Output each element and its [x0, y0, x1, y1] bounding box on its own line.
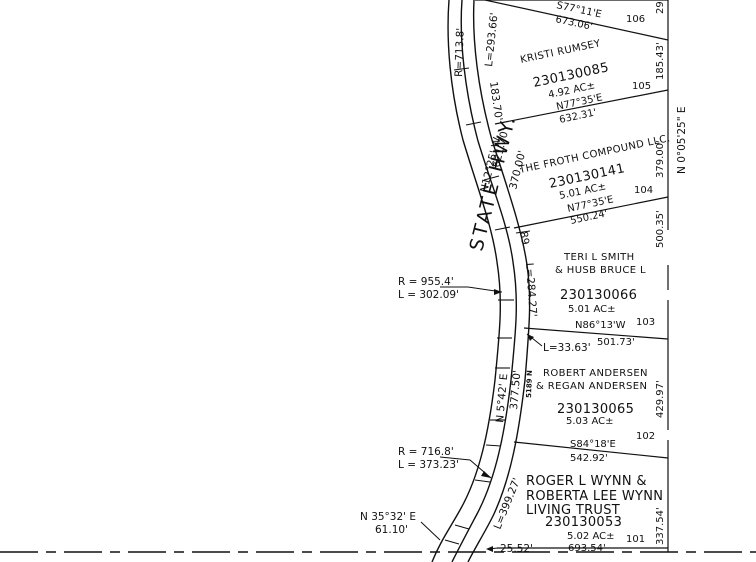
parcel-103-acres: 5.01 AC± [568, 304, 615, 315]
parcel-103-lot: 103 [636, 317, 655, 328]
line-104-103 [513, 196, 669, 229]
curve-low-length: L=399.27' [492, 476, 523, 531]
highway-east-line [451, 0, 518, 562]
curve-low-radius-note: R = 716.8' [398, 446, 454, 458]
parcel-104-east-dim: 379.00' [655, 140, 666, 178]
leaders [420, 286, 543, 552]
parcel-105: KRISTI RUMSEY 230130085 4.92 AC± 105 N77… [519, 38, 666, 126]
parcel-101-owner-2: ROBERTA LEE WYNN [526, 489, 663, 504]
parcel-102-id: 230130065 [557, 402, 634, 417]
line-105-104 [494, 89, 669, 125]
parcel-103-east-dim: 500.35' [655, 210, 666, 248]
parcel-101-east-dim: 337.54' [655, 507, 666, 545]
parcel-104: THE FROTH COMPOUND LLC. 230130141 5.01 A… [517, 133, 671, 227]
curve-mid-radius-note: R = 955.4' [398, 276, 454, 288]
highway-west-line [431, 0, 502, 562]
parcel-103: TERI L SMITH & HUSB BRUCE L 230130066 5.… [555, 210, 666, 348]
parcel-102-east-dim: 429.97' [655, 380, 666, 418]
parcel-101-owner-3: LIVING TRUST [526, 503, 620, 518]
parcel-106-lot: 106 [626, 14, 645, 25]
highway-right-of-way [431, 0, 531, 562]
parcel-102-owner-2: & REGAN ANDERSEN [536, 381, 647, 392]
segment-89: 89 [517, 230, 531, 245]
parcel-104-lot: 104 [634, 185, 653, 196]
parcel-101: ROGER L WYNN & ROBERTA LEE WYNN LIVING T… [526, 474, 666, 554]
short-arc-length: L=33.63' [543, 342, 591, 354]
parcel-103-owner-1: TERI L SMITH [563, 252, 635, 263]
parcel-105-lot: 105 [632, 81, 651, 92]
curve-low-length-note: L = 373.23' [398, 459, 459, 471]
curve-top-length: L=293.66' [483, 12, 501, 67]
curve-mid-length-note: L = 302.09' [398, 289, 459, 301]
parcel-105-owner: KRISTI RUMSEY [519, 38, 602, 66]
parcel-101-id: 230130053 [545, 515, 622, 530]
bottom-distance: 61.10' [375, 524, 408, 536]
curve-top-radius: R=713.8' [453, 28, 467, 77]
parcel-102-lot: 102 [636, 431, 655, 442]
bottom-offset: 25.52' [500, 543, 533, 555]
parcel-103-owner-2: & HUSB BRUCE L [555, 265, 646, 276]
road-ticks [444, 67, 531, 545]
parcel-103-id: 230130066 [560, 288, 637, 303]
parcel-102-acres: 5.03 AC± [566, 416, 613, 427]
parcel-105-east-dim: 185.43' [655, 42, 666, 80]
parcel-103-distance: 501.73' [597, 337, 635, 348]
parcel-103-bearing: N86°13'W [575, 320, 626, 331]
parcel-102-owner-1: ROBERT ANDERSEN [543, 368, 648, 379]
lower-bearing: N 5°42' E [494, 373, 510, 423]
line-102-101 [513, 441, 669, 459]
curve-mid-length: L=284.27' [523, 262, 539, 317]
line-103-102 [523, 327, 669, 340]
parcel-102: ROBERT ANDERSEN & REGAN ANDERSEN 2301300… [536, 368, 666, 464]
parcel-101-lot: 101 [626, 534, 645, 545]
parcel-102-distance: 542.92' [570, 453, 608, 464]
book-reference: 5189 N [525, 370, 534, 398]
parcel-101-acres: 5.02 AC± [567, 531, 614, 542]
east-line-bearing: N 0°05'25" E [676, 106, 688, 174]
parcel-106-east-dim: 29 [655, 1, 666, 14]
property-line-east-of-highway [467, 0, 531, 562]
line-106-105 [484, 0, 669, 41]
bottom-bearing: N 35°32' E [360, 511, 416, 523]
parcel-101-distance: 693.54' [568, 543, 606, 554]
parcel-102-bearing: S84°18'E [570, 439, 616, 450]
segment-183-70: 183.70' [487, 81, 504, 122]
lower-distance: 377.50' [508, 370, 523, 411]
parcel-101-owner-1: ROGER L WYNN & [526, 474, 647, 489]
